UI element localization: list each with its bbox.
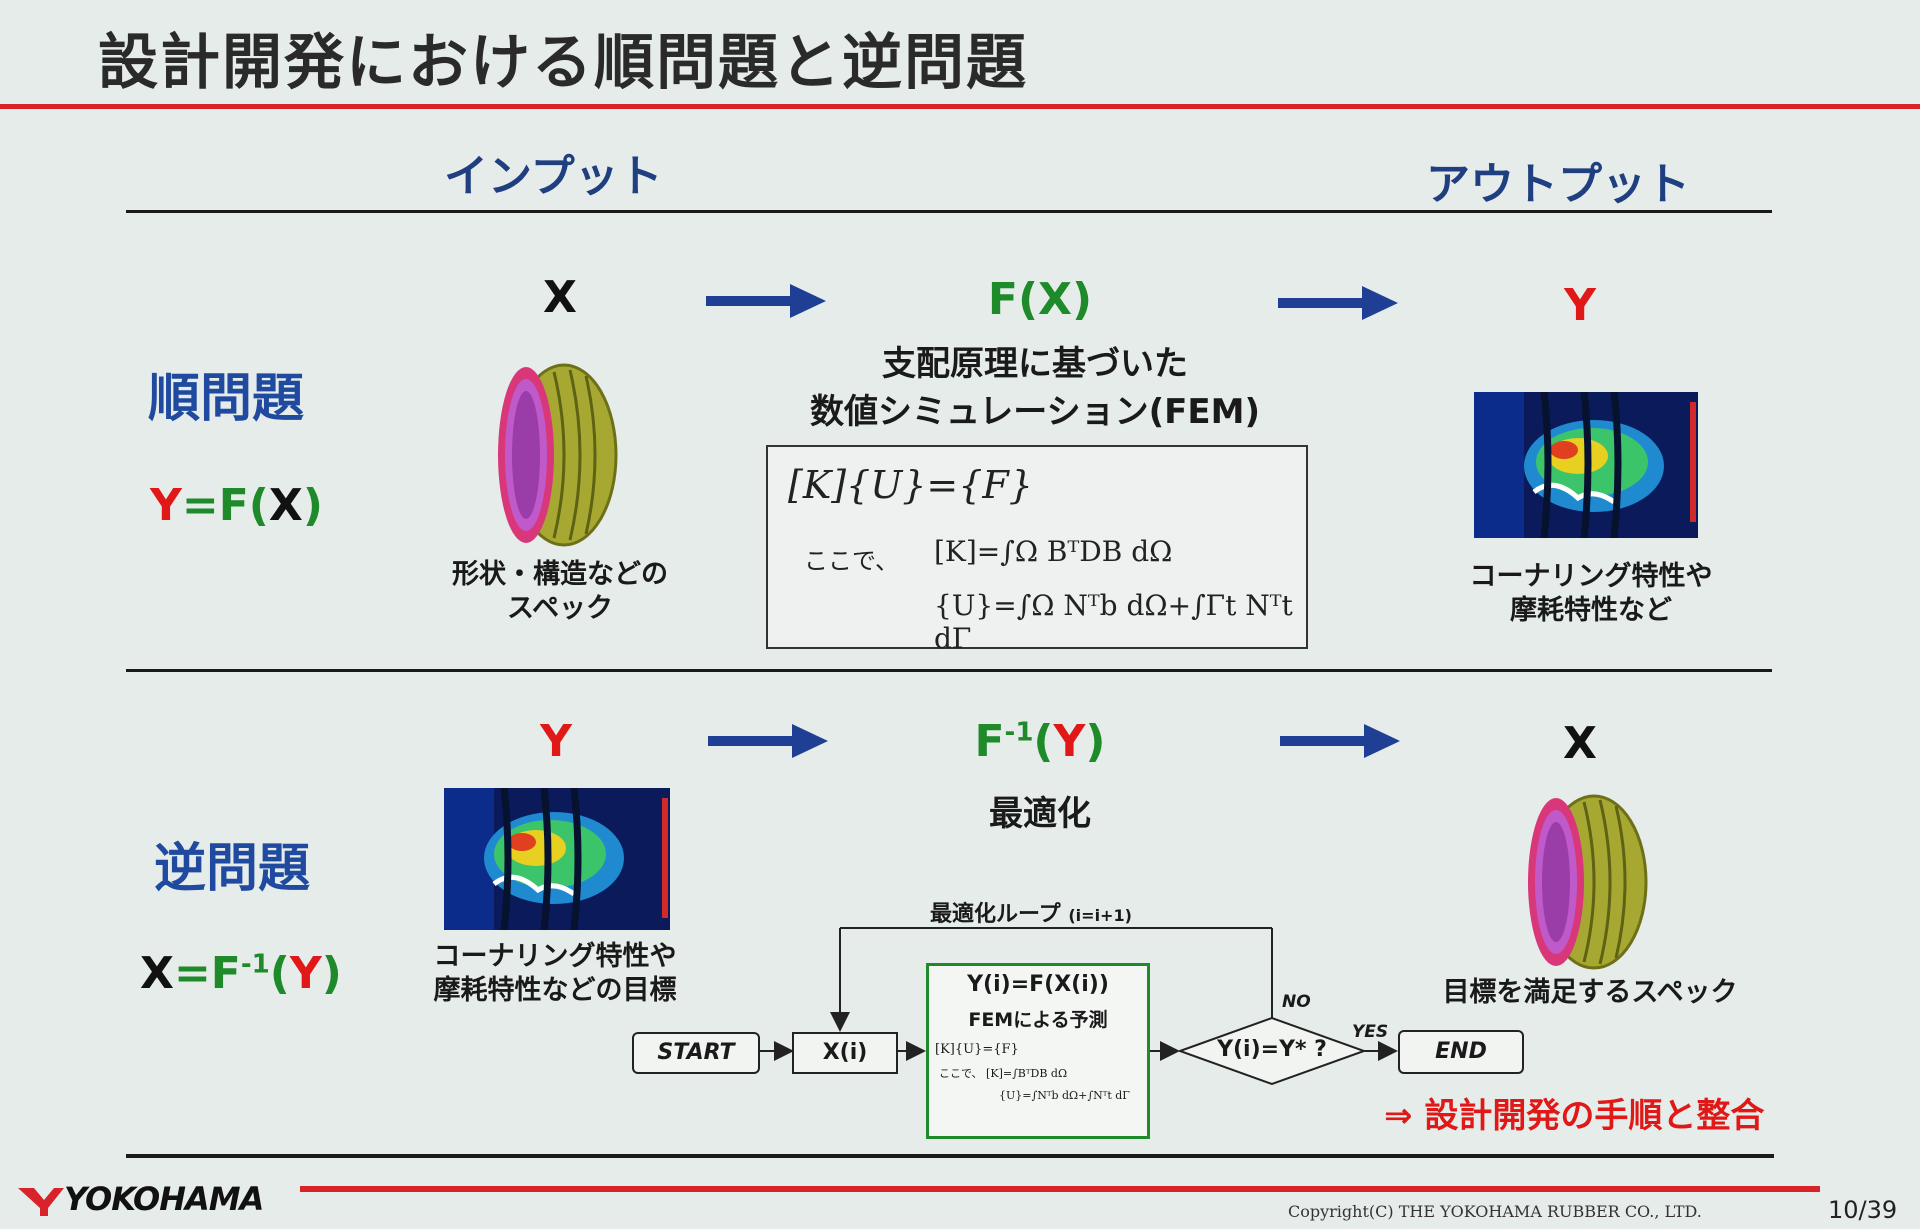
- forward-output-caption-line2: 摩耗特性など: [1510, 595, 1672, 626]
- logo-text: YOKOHAMA: [64, 1180, 264, 1218]
- optimization-title: 最適化: [989, 794, 1091, 834]
- forward-input-caption: 形状・構造などの スペック: [420, 558, 700, 626]
- forward-eq-y: Y: [150, 480, 182, 531]
- inverse-arrow-2: [1280, 724, 1400, 758]
- flow-end: END: [1398, 1030, 1524, 1074]
- loop-label-text: 最適化ループ: [930, 902, 1061, 927]
- forward-output-caption-line1: コーナリング特性や: [1469, 561, 1713, 592]
- output-column-header: アウトプット: [1426, 159, 1690, 210]
- forward-eq-f: =F(: [181, 480, 269, 531]
- formula-where: ここで、: [804, 547, 900, 575]
- forward-arrow-2: [1278, 286, 1398, 320]
- forward-mid-line2: 数値シミュレーション(FEM): [809, 392, 1260, 432]
- forward-output-caption: コーナリング特性や 摩耗特性など: [1436, 560, 1746, 628]
- inverse-func-var: F-1(Y): [940, 716, 1140, 767]
- page-title: 設計開発における順問題と逆問題: [98, 28, 1028, 98]
- inverse-arrow-1: [708, 724, 828, 758]
- inverse-func-f: F: [974, 716, 1005, 767]
- yokohama-logo-mark-icon: [18, 1188, 64, 1216]
- forward-func-var: F(X): [987, 274, 1093, 325]
- fem-formula-box: [K]{U}={F} ここで、 [K]=∫Ω BᵀDB dΩ {U}=∫Ω Nᵀ…: [766, 445, 1308, 655]
- inverse-eq-f: =F: [173, 948, 241, 999]
- footer-divider: [126, 1154, 1774, 1158]
- flow-fem-box: Y(i)=F(X(i)) FEMによる予測 [K]{U}={F} ここで、 [K…: [926, 963, 1150, 1139]
- section-divider: [126, 669, 1772, 672]
- inverse-eq-x: X: [140, 948, 174, 999]
- formula-line-3: {U}=∫Ω Nᵀb dΩ+∫Γt Nᵀt dΓ: [934, 589, 1293, 655]
- forward-eq-close: ): [302, 480, 323, 531]
- forward-problem-label: 順問題: [148, 369, 305, 429]
- forward-mid-line1: 支配原理に基づいた: [882, 344, 1188, 384]
- flow-fem-formula-2: ここで、 [K]=∫BᵀDB dΩ: [939, 1067, 1068, 1080]
- page-number: 10/39: [1828, 1196, 1898, 1224]
- forward-input-caption-line2: スペック: [506, 593, 614, 624]
- footer-red-line: [300, 1186, 1820, 1192]
- inverse-eq-close: ): [321, 948, 342, 999]
- inverse-input-caption: コーナリング特性や 摩耗特性などの目標: [400, 940, 710, 1008]
- flow-fem-formula-3: {U}=∫Nᵀb dΩ+∫Nᵀt dΓ: [999, 1089, 1130, 1102]
- loop-label: 最適化ループ (i=i+1): [930, 896, 1132, 928]
- forward-input-caption-line1: 形状・構造などの: [452, 559, 668, 590]
- flow-start: START: [632, 1032, 760, 1074]
- conclusion-text: ⇒ 設計開発の手順と整合: [1384, 1096, 1765, 1136]
- optimization-flowchart-lines: [760, 927, 1398, 1086]
- inverse-func-sup: -1: [1004, 717, 1034, 748]
- forward-output-var: Y: [1564, 280, 1596, 331]
- flow-xi: X(i): [792, 1032, 898, 1074]
- forward-arrow-1: [706, 284, 826, 318]
- header-divider: [126, 210, 1772, 213]
- tire-image-input: [498, 363, 618, 547]
- input-column-header: インプット: [444, 151, 663, 202]
- forward-mid-description: 支配原理に基づいた 数値シミュレーション(FEM): [730, 340, 1340, 436]
- inverse-equation: X=F-1(Y): [140, 948, 342, 999]
- inverse-eq-open: (: [269, 948, 290, 999]
- forward-eq-x: X: [268, 480, 303, 531]
- inverse-func-open: (: [1033, 716, 1054, 767]
- flow-no-label: NO: [1282, 992, 1311, 1012]
- inverse-output-var: X: [1563, 718, 1597, 769]
- yokohama-logo: YOKOHAMA: [18, 1180, 264, 1218]
- inverse-eq-y: Y: [289, 948, 322, 999]
- forward-input-var: X: [543, 272, 577, 323]
- loop-counter: (i=i+1): [1068, 906, 1132, 925]
- fea-result-image-output: [1474, 392, 1698, 538]
- formula-line-1: [K]{U}={F}: [788, 463, 1033, 507]
- inverse-input-var: Y: [540, 716, 572, 767]
- inverse-func-close: ): [1085, 716, 1106, 767]
- inverse-output-caption: 目標を満足するスペック: [1442, 977, 1738, 1008]
- flow-fem-sub: FEMによる予測: [968, 1009, 1108, 1031]
- forward-equation: Y=F(X): [150, 480, 323, 531]
- inverse-input-caption-line1: コーナリング特性や: [433, 941, 677, 972]
- title-divider: [0, 104, 1920, 109]
- flow-fem-title: Y(i)=F(X(i)): [967, 972, 1109, 997]
- inverse-eq-sup: -1: [240, 949, 270, 980]
- formula-line-2: [K]=∫Ω BᵀDB dΩ: [934, 535, 1173, 568]
- copyright: Copyright(C) THE YOKOHAMA RUBBER CO., LT…: [1288, 1202, 1702, 1221]
- flow-decision: Y(i)=Y* ?: [1217, 1037, 1327, 1062]
- tire-image-output: [1528, 794, 1648, 970]
- inverse-input-caption-line2: 摩耗特性などの目標: [433, 975, 677, 1006]
- flow-fem-formula-1: [K]{U}={F}: [935, 1042, 1019, 1057]
- fea-result-image-input: [444, 788, 670, 930]
- inverse-problem-label: 逆問題: [154, 839, 311, 899]
- inverse-func-y: Y: [1053, 716, 1086, 767]
- flow-yes-label: YES: [1352, 1022, 1389, 1042]
